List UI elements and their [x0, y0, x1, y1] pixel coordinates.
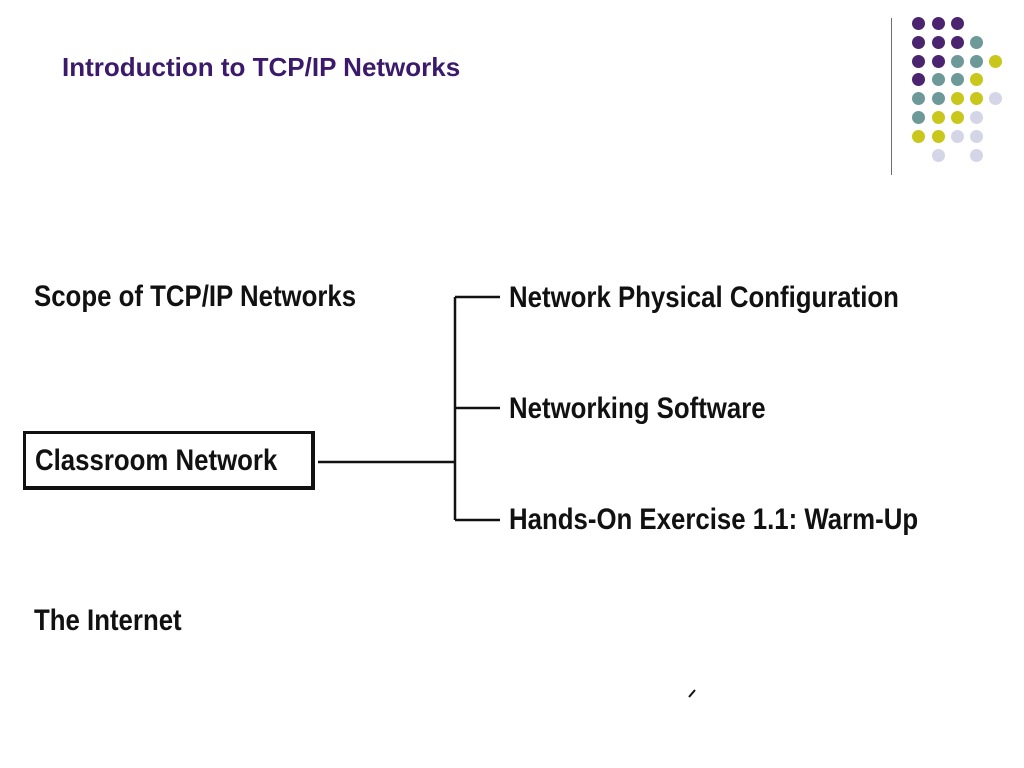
- decorative-dot: [931, 16, 945, 30]
- decorative-dot: [950, 72, 964, 86]
- decorative-dot: [988, 91, 1002, 105]
- branch-label-2: Networking Software: [509, 392, 766, 425]
- decorative-dot: [911, 16, 925, 30]
- branch-label-1: Network Physical Configuration: [509, 281, 899, 314]
- classroom-network-label: Classroom Network: [35, 444, 278, 477]
- stray-mark: [688, 689, 696, 698]
- slide-title: Introduction to TCP/IP Networks: [62, 52, 461, 82]
- decorative-dot: [931, 54, 945, 68]
- decorative-dot: [931, 91, 945, 105]
- decorative-dot: [931, 129, 945, 143]
- decorative-dot: [911, 129, 925, 143]
- divider-line: [891, 18, 892, 175]
- decorative-dot: [988, 54, 1002, 68]
- decorative-dot: [911, 72, 925, 86]
- branch-label-3: Hands-On Exercise 1.1: Warm-Up: [509, 503, 919, 536]
- decorative-dot: [911, 91, 925, 105]
- decorative-dot: [950, 110, 964, 124]
- decorative-dot: [950, 54, 964, 68]
- decorative-dot: [969, 72, 983, 86]
- decorative-dot: [969, 91, 983, 105]
- scope-heading: Scope of TCP/IP Networks: [34, 280, 357, 313]
- decorative-dot: [931, 72, 945, 86]
- decorative-dot: [969, 54, 983, 68]
- internet-label: The Internet: [34, 604, 182, 637]
- decorative-dot: [911, 35, 925, 49]
- decorative-dot: [931, 110, 945, 124]
- decorative-dot: [911, 110, 925, 124]
- decorative-dot: [950, 91, 964, 105]
- decorative-dot: [969, 148, 983, 162]
- decorative-dot: [950, 16, 964, 30]
- decorative-dot: [911, 54, 925, 68]
- decorative-dot: [950, 35, 964, 49]
- decorative-dot: [969, 129, 983, 143]
- decorative-dot: [969, 35, 983, 49]
- decorative-dot: [950, 129, 964, 143]
- decorative-dot: [931, 35, 945, 49]
- classroom-network-box: [23, 431, 315, 490]
- decorative-dot: [931, 148, 945, 162]
- decorative-dot: [969, 110, 983, 124]
